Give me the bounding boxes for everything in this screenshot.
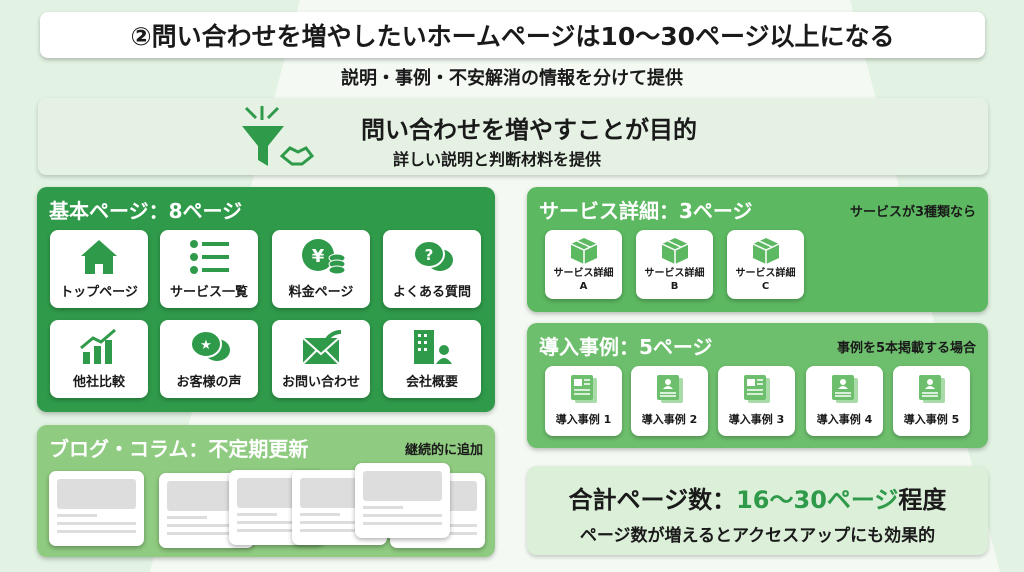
service-title: サービス詳細：3ページ	[539, 199, 753, 223]
building-icon	[414, 330, 452, 364]
page-title: ②問い合わせを増やしたいホームページは10〜30ページ以上になる	[40, 12, 985, 58]
document-icon	[571, 375, 597, 403]
profile-document-icon	[657, 375, 683, 403]
yen-coins-icon: ¥	[302, 239, 345, 275]
document-icon	[744, 375, 770, 403]
card-label: 会社概要	[405, 375, 458, 390]
case-studies-panel: 導入事例：5ページ 事例を5本掲載する場合 導入事例 1 導入事例 2 導入事例…	[527, 323, 988, 448]
total-prefix: 合計ページ数：	[568, 486, 737, 514]
card-label: 導入事例 5	[903, 413, 960, 426]
case-card: 導入事例 2	[631, 366, 708, 436]
card-label: 料金ページ	[288, 285, 354, 300]
card-label: お客様の声	[176, 375, 242, 390]
card-label: サービス詳細	[735, 268, 796, 279]
card-label: 導入事例 3	[728, 413, 785, 426]
card-label: トップページ	[60, 285, 138, 300]
page-subtitle: 説明・事例・不安解消の情報を分けて提供	[341, 68, 683, 89]
card-label: 導入事例 4	[816, 413, 873, 426]
case-card: 導入事例 5	[893, 366, 970, 436]
basic-pages-title: 基本ページ：8ページ	[49, 199, 243, 223]
box-icon	[661, 238, 689, 264]
basic-card-contact: お問い合わせ	[272, 320, 370, 398]
card-label: 導入事例 2	[641, 413, 698, 426]
card-label: サービス一覧	[169, 285, 248, 300]
total-title: 合計ページ数：16〜30ページ程度	[527, 480, 988, 515]
basic-pages-panel: 基本ページ：8ページ トップページ サービス一覧 ¥ 料金ページ ? よくある質…	[37, 187, 495, 412]
basic-card-pricing: ¥ 料金ページ	[272, 230, 370, 308]
card-sublabel: C	[761, 281, 770, 292]
basic-card-services: サービス一覧	[160, 230, 258, 308]
chart-icon	[80, 328, 116, 364]
box-icon	[752, 238, 780, 264]
svg-text:¥: ¥	[312, 246, 325, 267]
funnel-handshake-icon	[242, 106, 315, 166]
star-chat-icon: ★	[190, 330, 230, 361]
total-summary: 合計ページ数：16〜30ページ程度 ページ数が増えるとアクセスアップにも効果的	[527, 466, 988, 555]
list-icon	[190, 240, 229, 274]
card-label: サービス詳細	[644, 268, 705, 279]
cases-note: 事例を5本掲載する場合	[836, 341, 976, 356]
basic-card-company: 会社概要	[383, 320, 481, 398]
blog-title: ブログ・コラム：不定期更新	[49, 437, 309, 461]
purpose-title: 問い合わせを増やすことが目的	[361, 116, 697, 144]
service-note: サービスが3種類なら	[849, 205, 976, 220]
purpose-banner: 問い合わせを増やすことが目的 詳しい説明と判断材料を提供	[38, 98, 988, 175]
svg-text:?: ?	[425, 246, 434, 264]
card-label: お問い合わせ	[281, 375, 360, 390]
card-label: サービス詳細	[553, 268, 614, 279]
blog-article-card	[355, 463, 450, 538]
service-card-c: サービス詳細 C	[727, 230, 804, 299]
blog-panel: ブログ・コラム：不定期更新 継続的に追加	[37, 425, 495, 557]
service-card-a: サービス詳細 A	[545, 230, 622, 299]
question-chat-icon: ?	[413, 240, 453, 271]
basic-card-top: トップページ	[50, 230, 148, 308]
service-card-b: サービス詳細 B	[636, 230, 713, 299]
box-icon	[570, 238, 598, 264]
blog-note: 継続的に追加	[404, 443, 483, 458]
case-card: 導入事例 1	[545, 366, 622, 436]
card-label: よくある質問	[392, 285, 471, 300]
total-suffix: 程度	[898, 486, 947, 514]
case-card: 導入事例 3	[718, 366, 795, 436]
card-sublabel: B	[670, 281, 679, 292]
card-label: 他社比較	[72, 375, 125, 390]
cases-title: 導入事例：5ページ	[539, 335, 713, 359]
profile-document-icon	[919, 375, 945, 403]
blog-article-card	[49, 471, 144, 546]
total-subtitle: ページ数が増えるとアクセスアップにも効果的	[579, 526, 936, 546]
total-highlight: 16〜30ページ	[736, 486, 899, 514]
profile-document-icon	[832, 375, 858, 403]
basic-card-testimonials: ★ お客様の声	[160, 320, 258, 398]
svg-text:★: ★	[200, 338, 212, 353]
home-icon	[81, 240, 117, 274]
card-sublabel: A	[579, 281, 588, 292]
case-card: 導入事例 4	[806, 366, 883, 436]
card-label: 導入事例 1	[555, 413, 612, 426]
basic-card-faq: ? よくある質問	[383, 230, 481, 308]
mail-icon	[302, 330, 342, 365]
purpose-subtitle: 詳しい説明と判断材料を提供	[393, 150, 602, 169]
service-details-panel: サービス詳細：3ページ サービスが3種類なら サービス詳細 A サービス詳細 B サ…	[527, 187, 988, 312]
basic-card-compare: 他社比較	[50, 320, 148, 398]
title-text: ②問い合わせを増やしたいホームページは10〜30ページ以上になる	[130, 22, 895, 51]
